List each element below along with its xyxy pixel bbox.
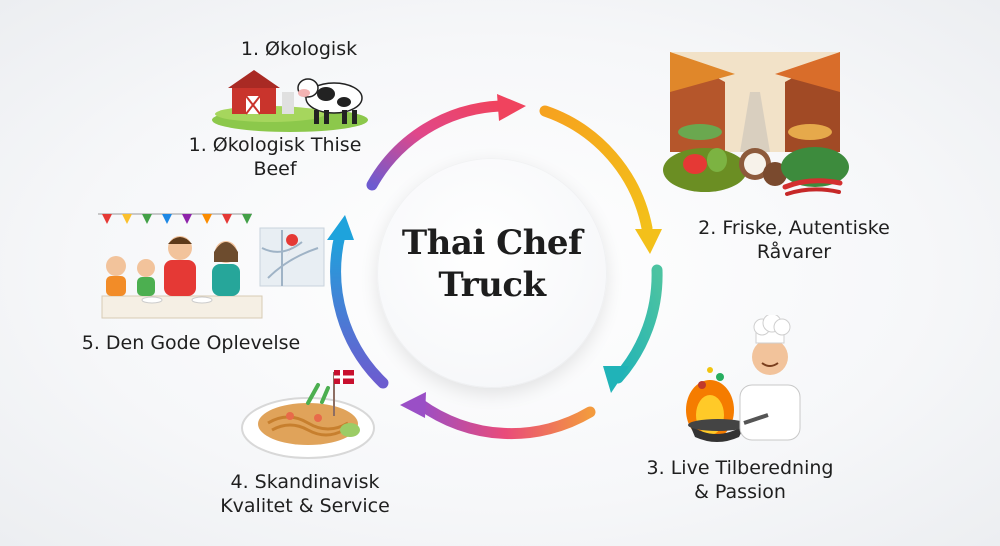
step-3-label: 3. Live Tilberedning & Passion: [646, 457, 834, 503]
step-4-label: 4. Skandinavisk Kvalitet & Service: [220, 471, 390, 517]
noodle-plate-icon: [241, 370, 375, 459]
step-1-header-label: 1. Økologisk: [240, 38, 358, 60]
step-1-label: 1. Økologisk Thise Beef: [188, 134, 362, 180]
step-5-label: 5. Den Gode Oplevelse: [81, 332, 301, 354]
center-title: Thai Chef Truck: [377, 222, 607, 306]
center-title-line1: Thai Chef: [401, 223, 583, 263]
farm-cow-icon: [212, 70, 368, 132]
arrow-top-arc: [366, 100, 506, 191]
arrowhead-right-bottom: [603, 366, 629, 393]
arrow-left-arc: [330, 229, 389, 389]
family-dinner-icon: [98, 213, 325, 319]
market-produce-icon: [663, 52, 849, 196]
arrowhead-left: [327, 215, 354, 240]
arrow-right-top-arc: [539, 105, 653, 234]
chef-wok-icon: [686, 315, 801, 442]
arrowhead-bottom: [400, 392, 426, 418]
arrow-right-bottom-arc: [612, 264, 663, 384]
arrow-bottom-arc: [414, 398, 596, 440]
arrowhead-right-top: [635, 229, 662, 254]
center-circle: [377, 158, 607, 388]
step-2-label: 2. Friske, Autentiske Råvarer: [698, 217, 890, 263]
center-title-line2: Truck: [438, 265, 546, 305]
arrowhead-top: [497, 94, 526, 121]
